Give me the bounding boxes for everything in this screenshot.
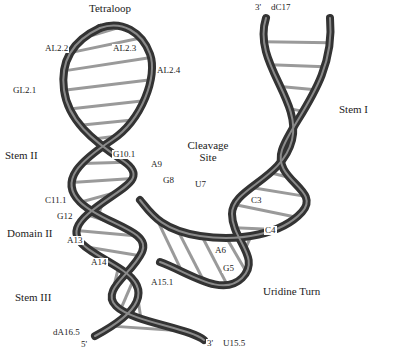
ribbon-highlight [71,26,204,340]
region-label: Uridine Turn [262,286,321,298]
nucleotide-label: dC17 [270,3,292,12]
region-label: Stem II [4,150,39,162]
nucleotide-label: A6 [214,246,227,255]
nucleotide-label: 3' [254,3,262,12]
nucleotide-label: G8 [162,176,175,185]
nucleotide-label: A14 [90,258,108,267]
nucleotide-label: AL2.2 [44,44,69,53]
base-pair-rung [64,80,151,91]
region-label: Domain II [6,228,54,240]
backbone-ribbons [63,18,330,340]
nucleotide-label: 5' [80,340,88,349]
base-pair-rung [70,101,144,109]
base-pair-rung [264,42,330,43]
nucleotide-label: AL2.3 [112,44,137,53]
nucleotide-label: C3 [250,196,263,205]
nucleotide-label: 3' [206,339,214,348]
nucleotide-label: U15.5 [222,339,246,348]
region-label: Tetraloop [88,3,132,15]
ribbon-highlight [160,18,293,285]
nucleotide-label: A13 [66,236,84,245]
nucleotide-label: U7 [194,180,207,189]
nucleotide-label: G10.1 [112,150,136,159]
base-pair-rung [270,65,324,67]
ribbon-highlight [140,18,331,238]
backbone-strand [160,18,293,285]
nucleotide-label: C11.1 [44,196,67,205]
base-pair-rung [64,58,151,71]
nucleotide-label: C4 [264,226,277,235]
base-pair-rung [72,178,133,182]
nucleotide-label: dA16.5 [52,328,81,337]
region-label: Stem I [338,104,369,116]
nucleotide-label: G5 [222,264,235,273]
base-pair-rung [234,204,296,217]
region-label: Cleavage Site [184,140,232,163]
nucleotide-label: A9 [150,160,163,169]
region-label: Stem III [14,292,52,304]
nucleotide-label: AL2.4 [156,66,181,75]
ribbon-highlight [63,28,138,336]
nucleotide-label: GL2.1 [12,86,37,95]
nucleotide-label: A15.1 [150,278,174,287]
nucleotide-label: G12 [56,212,74,221]
